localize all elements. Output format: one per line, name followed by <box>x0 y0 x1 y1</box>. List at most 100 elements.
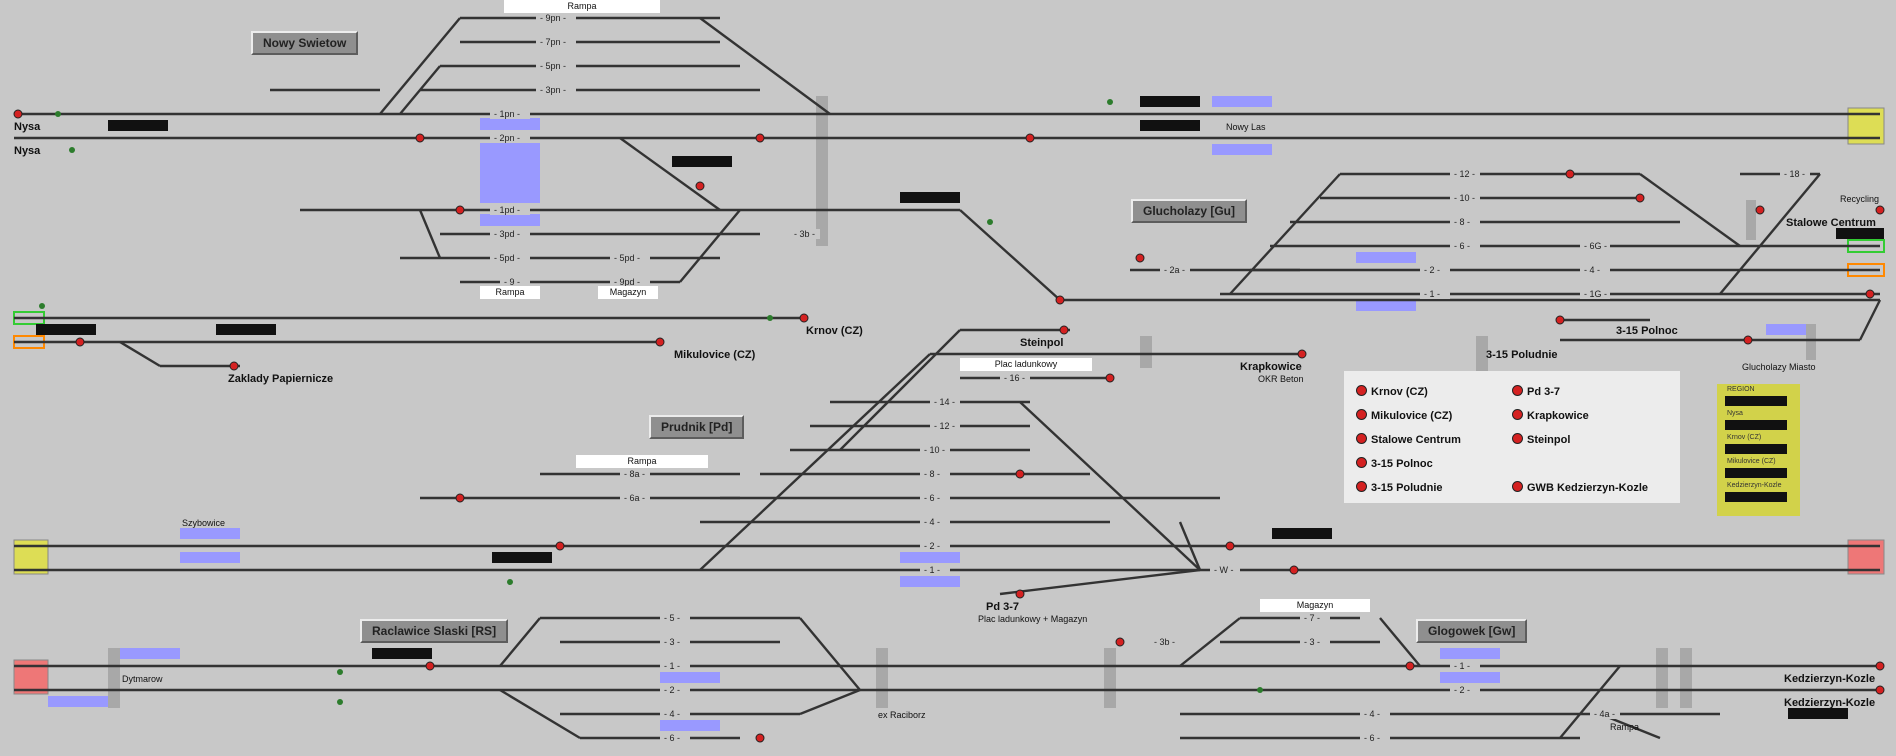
station-ex-raciborz: ex Raciborz <box>878 710 926 720</box>
svg-text:- 2pn -: - 2pn - <box>494 133 520 143</box>
svg-text:- 1 -: - 1 - <box>924 565 940 575</box>
svg-text:- 2 -: - 2 - <box>1424 265 1440 275</box>
svg-text:- 3 -: - 3 - <box>1304 637 1320 647</box>
svg-text:- 2 -: - 2 - <box>1454 685 1470 695</box>
legend-item[interactable]: Krapkowice <box>1512 409 1589 422</box>
station-krapkowice: Krapkowice <box>1240 361 1302 373</box>
svg-text:- 12 -: - 12 - <box>1454 169 1475 179</box>
track-numbers: - 9pn - - 7pn - - 5pn - - 3pn - - 1pn - … <box>490 13 1810 743</box>
station-nowy-las: Nowy Las <box>1226 122 1266 132</box>
svg-text:- 8 -: - 8 - <box>1454 217 1470 227</box>
station-pd37-sub: Plac ladunkowy + Magazyn <box>978 614 1087 624</box>
station-poludnie: 3-15 Poludnie <box>1486 349 1558 361</box>
svg-text:- W -: - W - <box>1214 565 1234 575</box>
svg-text:- 9pn -: - 9pn - <box>540 13 566 23</box>
svg-text:- 6 -: - 6 - <box>664 733 680 743</box>
svg-text:- 5pd -: - 5pd - <box>494 253 520 263</box>
signal-icon <box>1356 481 1367 492</box>
svg-text:- 3pn -: - 3pn - <box>540 85 566 95</box>
station-rampa-gw: Rampa <box>1610 722 1639 732</box>
label-magazyn-gw: Magazyn <box>1260 599 1370 612</box>
region-glogowek[interactable]: Glogowek [Gw] <box>1416 619 1528 643</box>
region-glucholazy[interactable]: Glucholazy [Gu] <box>1131 199 1248 223</box>
legend-item[interactable]: Stalowe Centrum <box>1356 433 1461 446</box>
station-kedz-1: Kedzierzyn-Kozle <box>1784 673 1875 685</box>
svg-text:- 4 -: - 4 - <box>1584 265 1600 275</box>
region-legend-item: Mikulovice (CZ) <box>1727 458 1776 465</box>
svg-text:- 3pd -: - 3pd - <box>494 229 520 239</box>
region-prudnik[interactable]: Prudnik [Pd] <box>649 415 745 439</box>
station-pd37: Pd 3-7 <box>986 601 1019 613</box>
region-bar <box>1725 420 1787 430</box>
svg-text:- 4a -: - 4a - <box>1594 709 1615 719</box>
station-zaklady: Zaklady Papiernicze <box>228 373 333 385</box>
legend-item[interactable]: Krnov (CZ) <box>1356 385 1428 398</box>
signal-icon <box>1512 385 1523 396</box>
svg-text:- 7 -: - 7 - <box>1304 613 1320 623</box>
region-bar <box>1725 396 1787 406</box>
svg-text:- 1pn -: - 1pn - <box>494 109 520 119</box>
legend-item[interactable]: GWB Kedzierzyn-Kozle <box>1512 481 1648 494</box>
svg-text:- 6 -: - 6 - <box>1454 241 1470 251</box>
svg-text:- 4 -: - 4 - <box>664 709 680 719</box>
region-raclawice[interactable]: Raclawice Slaski [RS] <box>360 619 509 643</box>
svg-text:- 9pd -: - 9pd - <box>614 277 640 287</box>
region-legend-item: Krnov (CZ) <box>1727 434 1762 441</box>
svg-text:- 1 -: - 1 - <box>1424 289 1440 299</box>
region-legend: REGION Nysa Krnov (CZ) Mikulovice (CZ) K… <box>1717 384 1800 516</box>
svg-text:- 12 -: - 12 - <box>934 421 955 431</box>
station-stalowe: Stalowe Centrum <box>1786 217 1876 229</box>
region-legend-item: Nysa <box>1727 410 1743 417</box>
svg-text:- 3 -: - 3 - <box>664 637 680 647</box>
label-rampa-pd: Rampa <box>576 455 708 468</box>
signal-icon <box>1356 457 1367 468</box>
svg-text:- 9 -: - 9 - <box>504 277 520 287</box>
platforms <box>48 96 1816 731</box>
signal-icon <box>1356 385 1367 396</box>
svg-text:- 7pn -: - 7pn - <box>540 37 566 47</box>
signal-icon <box>1512 433 1523 444</box>
station-labels: Nysa Nysa Nowy Las Krnov (CZ) Mikulovice… <box>14 121 1879 732</box>
signals <box>13 109 1885 743</box>
station-szybowice: Szybowice <box>182 518 225 528</box>
svg-text:- 5pn -: - 5pn - <box>540 61 566 71</box>
legend-item[interactable]: Pd 3-7 <box>1512 385 1560 398</box>
legend-item[interactable]: 3-15 Poludnie <box>1356 481 1443 494</box>
legend-item[interactable]: 3-15 Polnoc <box>1356 457 1433 470</box>
svg-text:- 2a -: - 2a - <box>1164 265 1185 275</box>
region-nowy-swietow[interactable]: Nowy Swietow <box>251 31 359 55</box>
svg-text:- 2 -: - 2 - <box>664 685 680 695</box>
svg-text:- 6a -: - 6a - <box>624 493 645 503</box>
station-kedz-2: Kedzierzyn-Kozle <box>1784 697 1875 709</box>
region-legend-title: REGION <box>1727 386 1755 393</box>
svg-text:- 6G -: - 6G - <box>1584 241 1607 251</box>
station-polnoc: 3-15 Polnoc <box>1616 325 1678 337</box>
region-bar <box>1725 468 1787 478</box>
legend-item[interactable]: Steinpol <box>1512 433 1570 446</box>
station-recycling: Recycling <box>1840 194 1879 204</box>
svg-text:- 10 -: - 10 - <box>1454 193 1475 203</box>
label-rampa-ns: Rampa <box>480 286 540 299</box>
signal-icon <box>1512 481 1523 492</box>
legend-item[interactable]: Mikulovice (CZ) <box>1356 409 1452 422</box>
station-glucholazy-miasto: Glucholazy Miasto <box>1742 362 1816 372</box>
region-bar <box>1725 444 1787 454</box>
displays <box>36 96 1884 719</box>
svg-text:- 10 -: - 10 - <box>924 445 945 455</box>
svg-text:- 3b -: - 3b - <box>794 229 815 239</box>
station-dytmarow: Dytmarow <box>122 674 163 684</box>
label-rampa-top: Rampa <box>504 0 660 13</box>
svg-text:- 4 -: - 4 - <box>924 517 940 527</box>
svg-text:- 1G -: - 1G - <box>1584 289 1607 299</box>
signal-icon <box>1356 409 1367 420</box>
svg-text:- 4 -: - 4 - <box>1364 709 1380 719</box>
label-magazyn-ns: Magazyn <box>598 286 658 299</box>
legend-panel: Krnov (CZ) Mikulovice (CZ) Stalowe Centr… <box>1344 371 1680 503</box>
station-okr-beton: OKR Beton <box>1258 374 1304 384</box>
svg-text:- 5 -: - 5 - <box>664 613 680 623</box>
station-steinpol: Steinpol <box>1020 337 1063 349</box>
green-lights <box>39 99 1263 705</box>
svg-text:- 6 -: - 6 - <box>1364 733 1380 743</box>
svg-text:- 6 -: - 6 - <box>924 493 940 503</box>
